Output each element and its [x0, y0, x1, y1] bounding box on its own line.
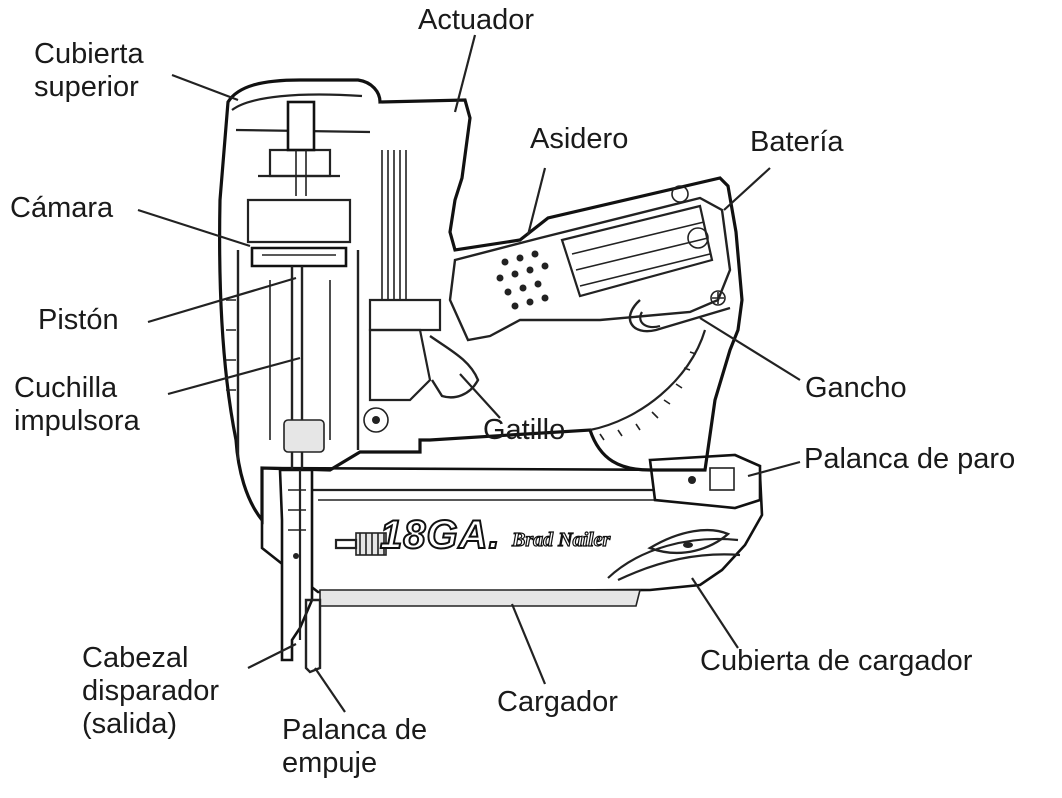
label-line: Actuador: [418, 4, 535, 36]
label-camara: Cámara: [10, 192, 113, 225]
label-cuchilla-impulsora: Cuchilla impulsora: [14, 372, 140, 438]
nose-assembly: [278, 468, 322, 674]
leader-cargador: [510, 603, 547, 685]
leader-gatillo: [459, 373, 501, 419]
main-housing: [218, 78, 744, 525]
label-line: Cubierta: [34, 38, 144, 70]
leader-cubierta-cargador: [691, 577, 739, 649]
label-cabezal-disparador: Cabezal disparador (salida): [82, 642, 219, 741]
label-line: Cargador: [497, 686, 618, 718]
handle: [448, 185, 732, 342]
label-actuador: Actuador: [418, 4, 534, 37]
label-line: Batería: [750, 126, 844, 158]
tool-type-text: Brad Nailer: [511, 529, 611, 551]
leader-cabezal: [247, 643, 297, 669]
label-line: Palanca de: [282, 714, 428, 746]
label-line: Asidero: [530, 123, 629, 155]
label-cubierta-superior: Cubierta superior: [34, 38, 144, 104]
tool-model-text: 18GA.: [380, 513, 501, 557]
label-piston: Pistón: [38, 304, 119, 337]
label-line: Cuchilla: [14, 372, 118, 404]
leader-camara: [137, 208, 251, 248]
magazine: [260, 453, 764, 607]
label-line: Gancho: [805, 372, 907, 404]
leader-bateria: [723, 167, 771, 211]
leader-palanca-empuje: [314, 667, 346, 713]
label-palanca-de-empuje: Palanca de empuje: [282, 714, 427, 780]
label-line: Cubierta de cargador: [700, 645, 973, 677]
leader-palanca-paro: [747, 460, 801, 478]
label-line: Palanca de paro: [804, 443, 1016, 475]
label-gancho: Gancho: [805, 372, 907, 405]
label-line: Gatillo: [483, 414, 566, 446]
label-cargador: Cargador: [497, 686, 618, 719]
label-line: Cámara: [10, 192, 114, 224]
leader-cubierta-superior: [171, 73, 239, 102]
label-line: disparador: [82, 675, 220, 707]
label-line: Pistón: [38, 304, 119, 336]
label-gatillo: Gatillo: [483, 414, 565, 447]
label-line: (salida): [82, 708, 178, 740]
leader-actuador: [453, 34, 477, 113]
label-line: empuje: [282, 747, 378, 779]
label-cubierta-de-cargador: Cubierta de cargador: [700, 645, 972, 678]
label-line: superior: [34, 71, 139, 103]
leader-piston: [147, 276, 297, 324]
leader-lines: [137, 34, 801, 713]
tool-marking: 18GA. Brad Nailer: [379, 512, 611, 558]
leader-cuchilla: [167, 356, 301, 396]
label-bateria: Batería: [750, 126, 844, 159]
label-asidero: Asidero: [530, 123, 628, 156]
label-line: impulsora: [14, 405, 140, 437]
depth-scale: [589, 329, 707, 441]
label-line: Cabezal: [82, 642, 189, 674]
label-palanca-de-paro: Palanca de paro: [804, 443, 1015, 476]
leader-asidero: [526, 167, 547, 236]
leader-gancho: [699, 317, 801, 381]
